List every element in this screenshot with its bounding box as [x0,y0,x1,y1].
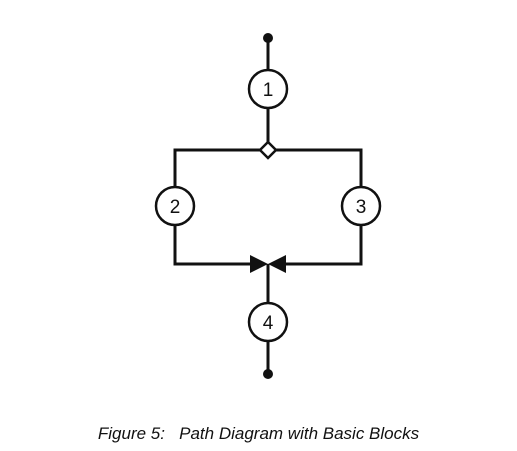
node-2: 2 [154,185,196,227]
node-2-label: 2 [170,197,181,218]
node-1: 1 [247,68,289,110]
entry-terminal [263,33,273,43]
node-1-label: 1 [263,80,274,101]
merge-arrow-left [250,255,268,273]
merge-arrow-right [268,255,286,273]
node-3: 3 [340,185,382,227]
node-4-label: 4 [263,313,274,334]
figure-caption: Figure 5: Path Diagram with Basic Blocks [97,424,420,443]
node-4: 4 [247,301,289,343]
exit-terminal [263,369,273,379]
node-3-label: 3 [356,197,367,218]
branch-diamond [258,140,278,160]
